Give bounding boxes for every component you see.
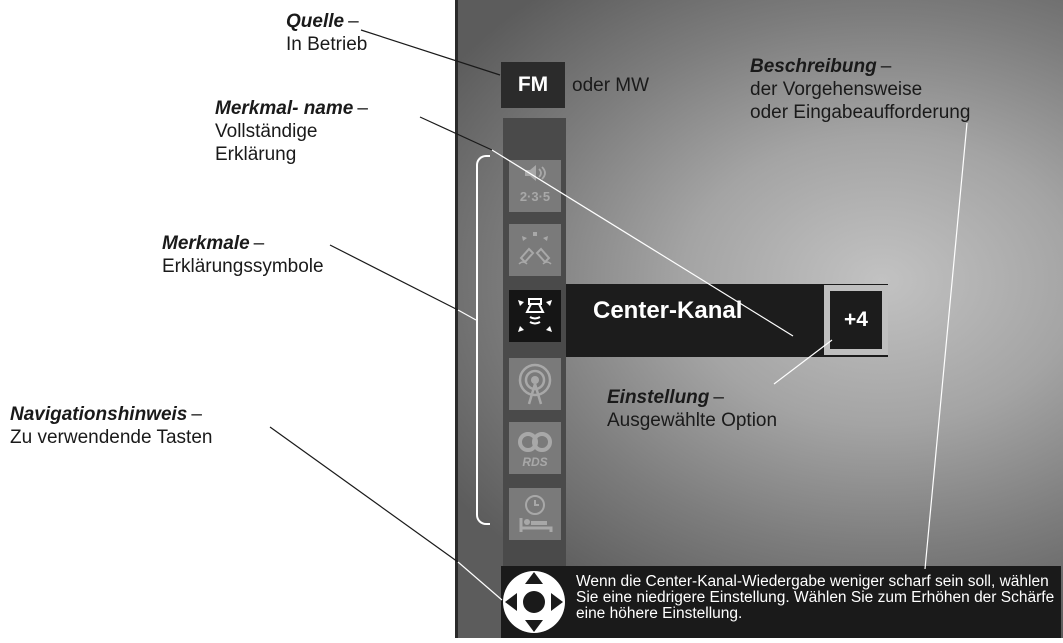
antenna-icon[interactable] (509, 358, 561, 410)
source-annotation-title: Quelle (286, 11, 345, 32)
navigation-annotation-title: Navigationshinweis (10, 404, 188, 425)
navigation-annotation: Navigationshinweis– Zu verwendende Taste… (10, 404, 213, 448)
setting-value[interactable]: +4 (824, 285, 888, 355)
source-annotation: Quelle– In Betrieb (286, 11, 368, 55)
surround-speakers-icon[interactable] (509, 224, 561, 276)
speaker-235-icon[interactable]: 2·3·5 (509, 160, 561, 212)
features-annotation-title: Merkmale (162, 233, 250, 254)
feature-name-annotation: Merkmal- name– Vollständige Erklärung (215, 98, 368, 165)
svg-text:RDS: RDS (522, 455, 547, 469)
features-bracket (476, 155, 490, 525)
source-indicator: FM (501, 62, 565, 108)
center-channel-icon[interactable] (509, 290, 561, 342)
sleep-timer-icon[interactable] (509, 488, 561, 540)
feature-name-annotation-title: Merkmal- name (215, 98, 354, 119)
source-alternative: oder MW (572, 75, 650, 96)
feature-name-label: Center-Kanal (593, 297, 743, 324)
setting-annotation: Einstellung– Ausgewählte Option (607, 387, 778, 431)
features-annotation: Merkmale– Erklärungssymbole (162, 233, 324, 277)
rds-icon[interactable]: RDS (509, 422, 561, 474)
svg-text:2·3·5: 2·3·5 (520, 189, 550, 204)
description-text: Wenn die Center-Kanal-Wiedergabe weniger… (576, 573, 1055, 622)
description-annotation-title: Beschreibung (750, 56, 877, 77)
navigation-keys-icon (501, 566, 567, 638)
description-annotation: Beschreibung– der Vorgehensweise oder Ei… (750, 56, 971, 123)
description-bar (501, 566, 1061, 638)
source-annotation-desc: In Betrieb (286, 34, 368, 55)
setting-annotation-title: Einstellung (607, 387, 710, 408)
